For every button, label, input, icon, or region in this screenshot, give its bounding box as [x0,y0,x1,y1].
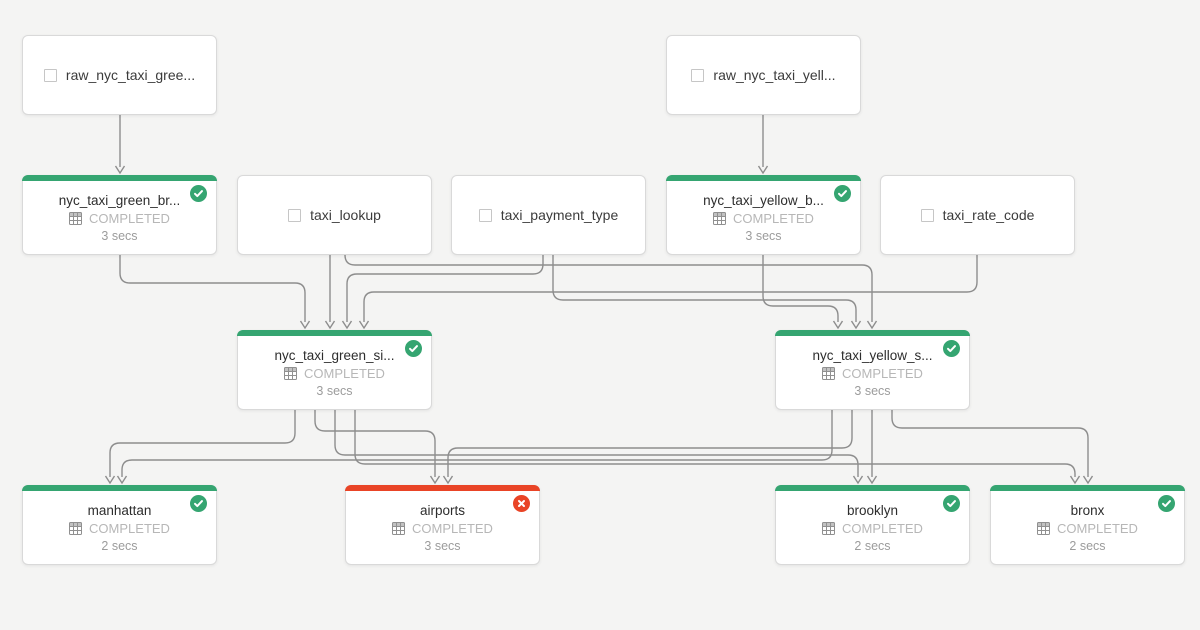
check-icon [1162,500,1171,508]
node-title: nyc_taxi_yellow_b... [703,192,824,208]
table-icon [713,212,727,225]
node-nyc-taxi-yellow-s[interactable]: nyc_taxi_yellow_s... COMPLETED 3 secs [775,330,970,410]
status-bar [22,485,217,491]
edge-payment-to-green-si [341,255,544,330]
edge-yellow-s-to-brooklyn [866,410,878,485]
status-bar [22,175,217,181]
edge-yellow-s-to-airports [442,410,853,485]
node-title: raw_nyc_taxi_yell... [713,67,836,83]
table-icon [822,522,836,535]
node-title: nyc_taxi_green_si... [274,347,395,363]
node-duration: 2 secs [1069,538,1106,553]
node-title: nyc_taxi_green_br... [58,192,181,208]
table-icon [69,522,83,535]
success-badge [188,493,209,514]
table-icon [69,212,83,225]
check-icon [947,500,956,508]
table-outline-icon [920,208,934,222]
status-bar [345,485,540,491]
node-status: COMPLETED [1057,520,1138,536]
success-badge [832,183,853,204]
node-taxi-rate-code[interactable]: taxi_rate_code [880,175,1075,255]
success-badge [188,183,209,204]
edge-green-si-to-manhattan [104,410,296,485]
node-duration: 3 secs [854,383,891,398]
check-icon [194,500,203,508]
status-bar [775,485,970,491]
node-title: taxi_payment_type [500,207,619,223]
success-badge [403,338,424,359]
node-duration: 2 secs [854,538,891,553]
edge-raw-yellow-to-yellow-b [757,115,769,175]
node-airports[interactable]: airports COMPLETED 3 secs [345,485,540,565]
node-manhattan[interactable]: manhattan COMPLETED 2 secs [22,485,217,565]
node-title: taxi_rate_code [942,207,1035,223]
node-title: nyc_taxi_yellow_s... [812,347,933,363]
node-taxi-payment-type[interactable]: taxi_payment_type [451,175,646,255]
node-status: COMPLETED [412,520,493,536]
node-taxi-lookup[interactable]: taxi_lookup [237,175,432,255]
node-raw-nyc-taxi-green[interactable]: raw_nyc_taxi_gree... [22,35,217,115]
status-bar [237,330,432,336]
error-badge [511,493,532,514]
success-badge [941,493,962,514]
table-outline-icon [288,208,302,222]
status-bar [666,175,861,181]
node-title: taxi_lookup [310,207,381,223]
node-status: COMPLETED [89,210,170,226]
edge-raw-green-to-green-br [114,115,126,175]
edge-yellow-s-to-bronx [891,410,1094,485]
node-duration: 3 secs [316,383,353,398]
node-title: airports [419,502,465,518]
node-nyc-taxi-green-si[interactable]: nyc_taxi_green_si... COMPLETED 3 secs [237,330,432,410]
table-outline-icon [691,68,705,82]
node-nyc-taxi-yellow-b[interactable]: nyc_taxi_yellow_b... COMPLETED 3 secs [666,175,861,255]
node-status: COMPLETED [842,520,923,536]
status-bar [990,485,1185,491]
node-bronx[interactable]: bronx COMPLETED 2 secs [990,485,1185,565]
node-duration: 3 secs [745,228,782,243]
edge-payment-to-yellow-s [552,255,862,330]
node-nyc-taxi-green-br[interactable]: nyc_taxi_green_br... COMPLETED 3 secs [22,175,217,255]
node-title: bronx [1070,502,1105,518]
edge-green-br-to-green-si [119,255,311,330]
node-title: raw_nyc_taxi_gree... [65,67,196,83]
check-icon [838,190,847,198]
success-badge [1156,493,1177,514]
node-duration: 2 secs [101,538,138,553]
node-title: manhattan [87,502,152,518]
node-duration: 3 secs [101,228,138,243]
table-outline-icon [43,68,57,82]
edge-lookup-to-yellow-s [344,254,878,330]
node-raw-nyc-taxi-yellow[interactable]: raw_nyc_taxi_yell... [666,35,861,115]
edge-rate-code-to-green-si [358,255,978,330]
table-outline-icon [478,208,492,222]
node-title: brooklyn [846,502,899,518]
table-icon [822,367,836,380]
edge-green-si-to-airports [314,410,441,485]
table-icon [392,522,406,535]
node-duration: 3 secs [424,538,461,553]
edge-green-si-to-bronx [354,410,1081,485]
edge-green-si-to-brooklyn [334,410,864,485]
check-icon [194,190,203,198]
node-status: COMPLETED [733,210,814,226]
node-status: COMPLETED [304,365,385,381]
status-bar [775,330,970,336]
x-icon [518,500,525,507]
node-brooklyn[interactable]: brooklyn COMPLETED 2 secs [775,485,970,565]
table-icon [1037,522,1051,535]
success-badge [941,338,962,359]
check-icon [947,345,956,353]
table-icon [284,367,298,380]
edge-lookup-to-green-si [324,255,336,330]
edge-yellow-s-to-manhattan [116,410,833,485]
node-status: COMPLETED [89,520,170,536]
node-status: COMPLETED [842,365,923,381]
check-icon [409,345,418,353]
